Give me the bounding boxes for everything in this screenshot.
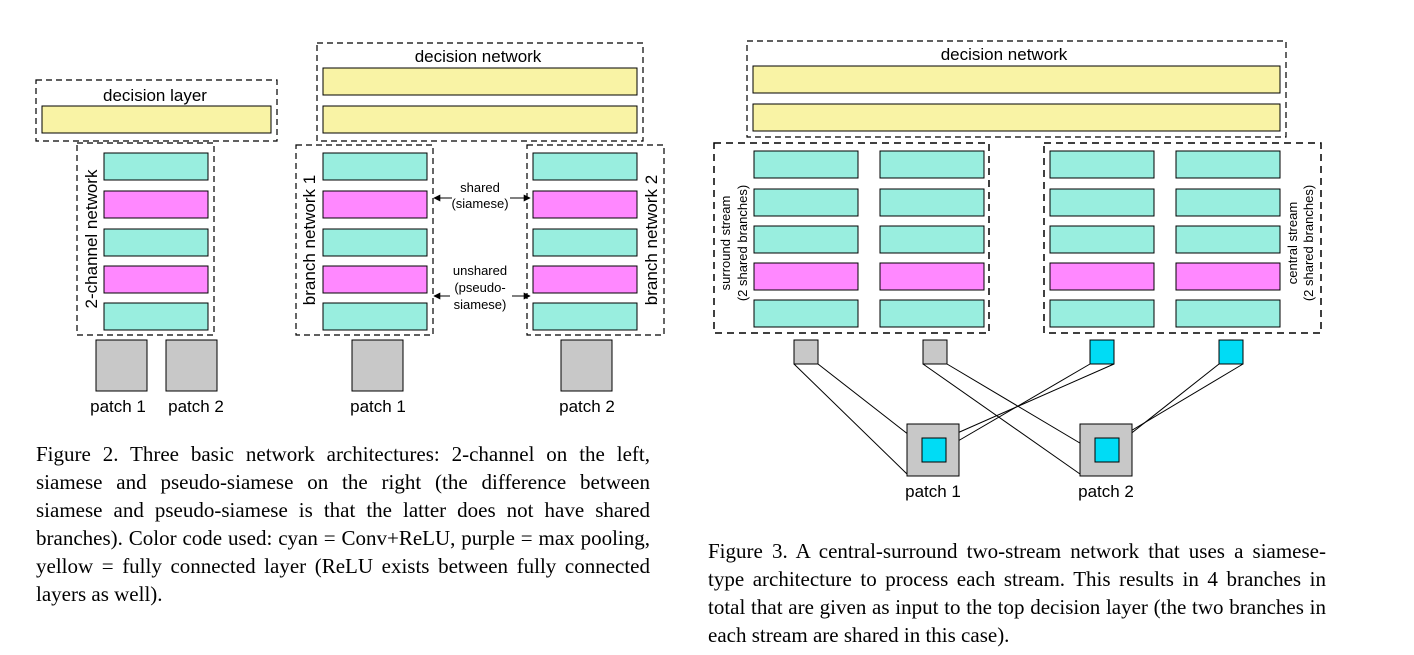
conv-relu-layer — [879, 299, 985, 328]
max-pooling-layer — [879, 262, 985, 291]
branch-network-2-label: branch network 2 — [642, 175, 661, 305]
shared-label: shared — [460, 180, 500, 195]
central-stream-label: central stream — [1285, 202, 1300, 284]
max-pooling-layer — [532, 190, 638, 219]
patch-1-label: patch 1 — [350, 397, 406, 416]
fc-layer — [752, 103, 1281, 132]
pseudo-label: (pseudo- — [454, 280, 505, 295]
conv-relu-layer — [879, 225, 985, 254]
branch-network-2-box — [526, 144, 665, 336]
patch-2-center — [1094, 437, 1120, 463]
max-pooling-layer — [322, 190, 428, 219]
siamese-close-label: siamese) — [454, 297, 507, 312]
conv-relu-layer — [1175, 150, 1281, 179]
patch-1-label: patch 1 — [905, 482, 961, 501]
patch-1-center — [921, 437, 947, 463]
conv-relu-layer — [532, 152, 638, 181]
conv-relu-layer — [532, 228, 638, 257]
decision-layer-label: decision layer — [103, 86, 207, 105]
surround-input-patch-2 — [922, 339, 948, 365]
max-pooling-layer — [753, 262, 859, 291]
conv-relu-layer — [322, 302, 428, 331]
siamese-label: (siamese) — [451, 196, 508, 211]
surround-branches-label: (2 shared branches) — [735, 185, 750, 301]
conv-relu-layer — [103, 152, 209, 181]
decision-network-box — [746, 40, 1287, 138]
fc-layer — [322, 105, 638, 134]
truncated-body-text: ... ... ... ... ... ... ... ... ... — [36, 642, 220, 655]
max-pooling-layer — [1175, 262, 1281, 291]
patch-1-image — [351, 339, 404, 392]
fig3-central-surround-diagram: decision network surround stream (2 shar… — [713, 40, 1322, 501]
central-stream-box — [1043, 142, 1322, 334]
decision-network-label: decision network — [941, 45, 1068, 64]
conv-relu-layer — [1049, 299, 1155, 328]
conv-relu-layer — [322, 228, 428, 257]
decision-network-box — [316, 42, 644, 142]
decision-layer-box — [35, 79, 278, 142]
conv-relu-layer — [1049, 150, 1155, 179]
max-pooling-layer — [103, 265, 209, 294]
max-pooling-layer — [322, 265, 428, 294]
branch-network-1-label: branch network 1 — [300, 175, 319, 305]
central-branches-label: (2 shared branches) — [1301, 185, 1316, 301]
patch-2-label: patch 2 — [559, 397, 615, 416]
figure-2-caption: Figure 2. Three basic network architectu… — [36, 442, 650, 606]
max-pooling-layer — [1049, 262, 1155, 291]
unshared-label: unshared — [453, 263, 507, 278]
conv-relu-layer — [753, 188, 859, 217]
patch-2-label: patch 2 — [1078, 482, 1134, 501]
conv-relu-layer — [879, 188, 985, 217]
patch-2-image — [165, 339, 218, 392]
conv-relu-layer — [1175, 188, 1281, 217]
figure-3-caption-last: (the two branches in each stream are sha… — [708, 595, 1326, 647]
conv-relu-layer — [753, 150, 859, 179]
conv-relu-layer — [1049, 188, 1155, 217]
figure-3-caption-main: Figure 3. A central-surround two-stream … — [708, 539, 1326, 619]
two-channel-network-label: 2-channel network — [82, 169, 101, 308]
conv-relu-layer — [879, 150, 985, 179]
central-input-patch-1 — [1089, 339, 1115, 365]
conv-relu-layer — [103, 302, 209, 331]
patch-2-image — [560, 339, 613, 392]
conv-relu-layer — [753, 225, 859, 254]
fc-layer — [322, 67, 638, 96]
conv-relu-layer — [1175, 225, 1281, 254]
fig2-two-channel-diagram: decision layer 2-channel network patch 1… — [35, 79, 278, 416]
conv-relu-layer — [322, 152, 428, 181]
conv-relu-layer — [1049, 225, 1155, 254]
conv-relu-layer — [103, 228, 209, 257]
fig2-siamese-diagram: decision network branch network 1 branch… — [295, 42, 665, 416]
max-pooling-layer — [532, 265, 638, 294]
fc-layer — [41, 105, 272, 134]
patch-connection-lines — [793, 363, 1244, 475]
branch-network-1-box — [295, 144, 434, 336]
max-pooling-layer — [103, 190, 209, 219]
surround-input-patch-1 — [793, 339, 819, 365]
surround-stream-label: surround stream — [718, 196, 733, 291]
conv-relu-layer — [532, 302, 638, 331]
surround-stream-box — [713, 142, 990, 334]
conv-relu-layer — [1175, 299, 1281, 328]
decision-network-label: decision network — [415, 47, 542, 66]
two-channel-network-box — [76, 142, 215, 336]
patch-1-image — [95, 339, 148, 392]
conv-relu-layer — [753, 299, 859, 328]
figure-3-caption: Figure 3. A central-surround two-stream … — [708, 537, 1326, 649]
fc-layer — [752, 65, 1281, 94]
patch-1-label: patch 1 — [90, 397, 146, 416]
central-input-patch-2 — [1218, 339, 1244, 365]
patch-2-label: patch 2 — [168, 397, 224, 416]
